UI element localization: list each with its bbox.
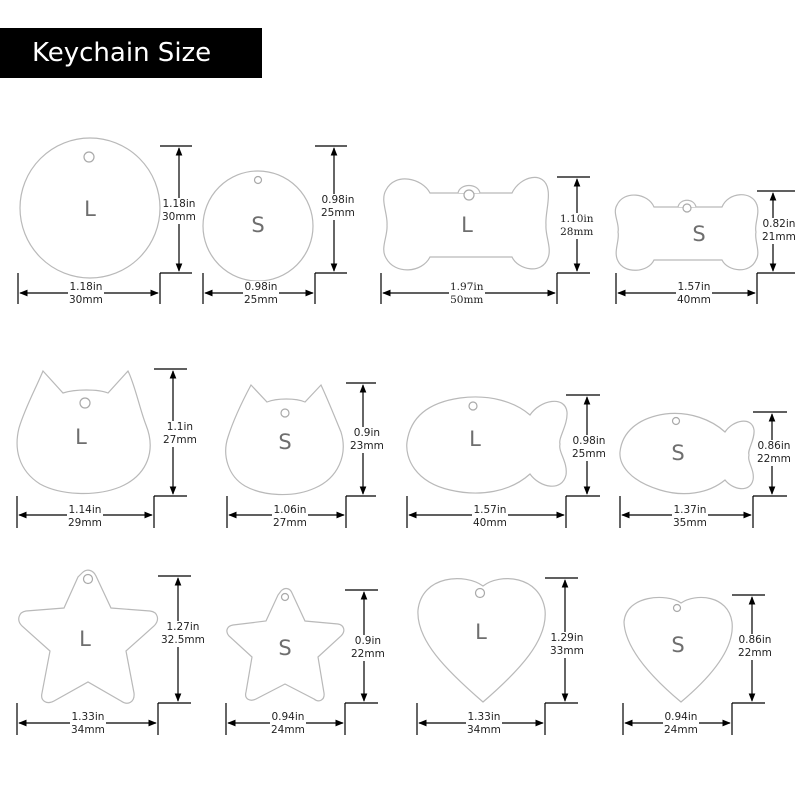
- size-letter: S: [278, 430, 292, 454]
- heart-small-shape: [623, 596, 733, 703]
- fish-large-shape: [406, 396, 568, 494]
- fish-small-shape: [619, 412, 755, 495]
- size-letter: L: [461, 213, 473, 237]
- size-letter: L: [475, 620, 487, 644]
- title-banner: Keychain Size: [0, 28, 262, 78]
- star-small-shape: [226, 587, 345, 702]
- size-letter: S: [671, 441, 685, 465]
- cat-small-shape: [225, 383, 344, 496]
- size-letter: S: [251, 213, 265, 237]
- size-letter: L: [84, 197, 96, 221]
- circle-small-shape: [202, 170, 314, 282]
- bone-small-shape: [614, 194, 759, 271]
- page-title: Keychain Size: [32, 38, 212, 68]
- size-letter: S: [278, 636, 292, 660]
- cat-large-shape: [16, 369, 151, 495]
- size-letter: L: [79, 627, 91, 651]
- size-letter: L: [469, 427, 481, 451]
- size-letter: S: [671, 633, 685, 657]
- size-letter: L: [75, 425, 87, 449]
- star-large-shape: [18, 569, 159, 704]
- heart-large-shape: [417, 578, 546, 703]
- circle-large-shape: [19, 137, 161, 279]
- size-letter: S: [692, 222, 706, 246]
- bone-large-shape: [383, 176, 550, 271]
